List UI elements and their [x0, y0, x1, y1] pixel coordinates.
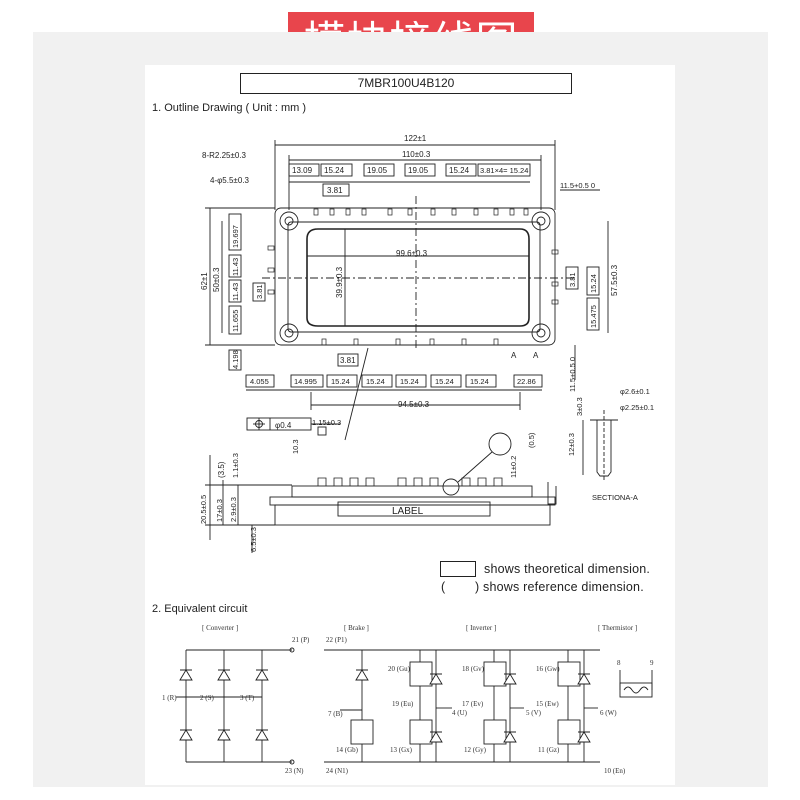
legend-theoretical-text: shows theoretical dimension. [484, 562, 651, 576]
dim-pitch-5: 15.24 [449, 166, 470, 175]
section-marker-left: A [511, 351, 517, 360]
dim-inner-height: 39.9±0.3 [335, 266, 344, 298]
side-dim-8: (0.5) [527, 432, 536, 448]
terminal-gx: 13 (Gx) [390, 746, 413, 754]
dim-bottom-8: 22.86 [517, 377, 536, 386]
terminal-gb: 14 (Gb) [336, 746, 359, 754]
dim-mount-holes: 4-φ5.5±0.3 [210, 176, 249, 185]
side-dim-10: 1.15±0.3 [312, 418, 341, 427]
dim-pitch-6: 3.81×4= 15.24 [480, 166, 528, 175]
terminal-th2: 9 [650, 659, 654, 667]
terminal-v: 5 (V) [526, 709, 542, 717]
dim-left-1: 19.697 [231, 225, 240, 248]
terminal-n: 23 (N) [285, 767, 304, 775]
dim-pitch-1: 13.09 [292, 166, 313, 175]
terminal-ev: 17 (Ev) [462, 700, 484, 708]
model-number-box: 7MBR100U4B120 [240, 73, 572, 94]
label-text: LABEL [392, 506, 424, 517]
dim-right-height: 57.5±0.3 [610, 264, 619, 296]
dim-bottom-small: 3.81 [340, 356, 356, 365]
side-dim-1: (3.5) [217, 461, 226, 478]
legend-reference-text: ) shows reference dimension. [475, 580, 644, 594]
dim-overall-width: 122±1 [404, 134, 427, 143]
dim-pin-span-bottom: 94.5±0.3 [398, 400, 430, 409]
pin-dim-2: φ2.25±0.1 [620, 403, 654, 412]
dim-top-small: 3.81 [327, 186, 343, 195]
dim-bottom-6: 15.24 [435, 377, 454, 386]
side-dim-5: 2.9±0.3 [229, 497, 238, 522]
pin-dim-4: 12±0.3 [567, 433, 576, 456]
dim-left-2: 11.43 [231, 258, 240, 276]
legend-paren-open: ( [441, 580, 446, 594]
terminal-n1: 24 (N1) [326, 767, 349, 775]
group-brake: [ Brake ] [344, 624, 369, 632]
dim-bottom-5: 15.24 [400, 377, 419, 386]
outline-section-title: 1. Outline Drawing ( Unit : mm ) [152, 102, 307, 114]
side-dim-7: 10.3 [291, 439, 300, 454]
dim-bottom-3: 15.24 [331, 377, 350, 386]
terminal-w: 6 (W) [600, 709, 617, 717]
terminal-t: 3 (T) [240, 694, 255, 702]
group-converter: [ Converter ] [202, 624, 238, 632]
terminal-gy: 12 (Gy) [464, 746, 487, 754]
terminal-gz: 11 (Gz) [538, 746, 560, 754]
group-thermistor: [ Thermistor ] [598, 624, 637, 632]
side-dim-3: 20.5±0.5 [199, 495, 208, 524]
side-dim-6: 6.5±0.3 [249, 527, 258, 552]
dim-left-bottom-small: 4.198 [231, 350, 240, 369]
dim-bottom-1: 4.055 [250, 377, 269, 386]
terminal-gv: 18 (Gv) [462, 665, 485, 673]
dim-pitch-4: 19.05 [408, 166, 429, 175]
terminal-ew: 15 (Ew) [536, 700, 559, 708]
terminal-b: 7 (B) [328, 710, 343, 718]
side-dim-4: 17±0.3 [215, 499, 224, 522]
terminal-p: 21 (P) [292, 636, 310, 644]
position-tolerance: φ0.4 [275, 421, 292, 430]
terminal-th1: 8 [617, 659, 621, 667]
legend-theoretical-box [440, 561, 476, 577]
dim-pin-span: 110±0.3 [402, 150, 431, 159]
terminal-gu: 20 (Gu) [388, 665, 411, 673]
terminal-gw: 16 (Gw) [536, 665, 560, 673]
dim-bottom-2: 14.995 [294, 377, 317, 386]
terminal-r: 1 (R) [162, 694, 177, 702]
dim-left-3: 11.43 [231, 283, 240, 301]
terminal-p1: 22 (P1) [326, 636, 347, 644]
dim-inner-width: 99.6±0.3 [396, 249, 428, 258]
dim-right-2: 15.24 [589, 274, 598, 293]
terminal-eu: 19 (Eu) [392, 700, 414, 708]
side-dim-2: 1.1±0.3 [231, 453, 240, 478]
dim-left-5: 11.655 [231, 310, 240, 332]
terminal-u: 4 (U) [452, 709, 468, 717]
dim-height-holes: 50±0.3 [212, 267, 221, 292]
section-marker-right: A [533, 351, 539, 360]
dim-right-3: 15.475 [589, 305, 598, 328]
pin-dim-3: 3±0.3 [575, 397, 584, 416]
dim-bottom-4: 15.24 [366, 377, 385, 386]
circuit-section-title: 2. Equivalent circuit [152, 603, 248, 615]
dim-bottom-7: 15.24 [470, 377, 489, 386]
pin-dim-1: φ2.6±0.1 [620, 387, 650, 396]
section-a-a-label: SECTIONA-A [592, 493, 638, 502]
dim-height-total: 62±1 [200, 272, 209, 290]
dim-left-4: 3.81 [255, 284, 264, 299]
terminal-s: 2 (S) [200, 694, 214, 702]
dim-corner-radius: 8-R2.25±0.3 [202, 151, 247, 160]
dim-pitch-2: 15.24 [324, 166, 345, 175]
dim-right-offset: 11.5+0.5 0 [560, 181, 595, 190]
side-dim-9: 11±0.2 [509, 456, 518, 478]
dim-pitch-3: 19.05 [367, 166, 388, 175]
terminal-en: 10 (En) [604, 767, 626, 775]
dim-right-1: 3.81 [568, 272, 577, 287]
dim-bottom-offset: 11.5+0.5 0 [568, 357, 577, 392]
group-inverter: [ Inverter ] [466, 624, 496, 632]
